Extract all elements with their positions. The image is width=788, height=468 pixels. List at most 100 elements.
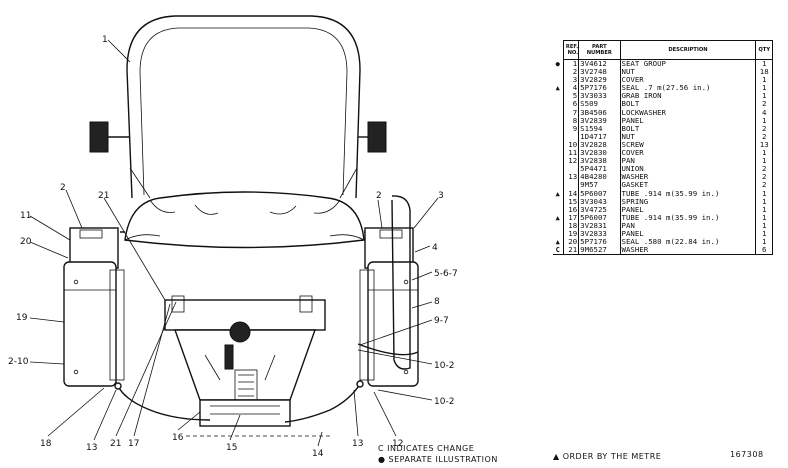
row-part-number: 5P7176 (578, 84, 621, 93)
row-ref-no: 13 (562, 173, 580, 182)
row-ref-no: 7 (562, 108, 580, 117)
row-ref-no (562, 132, 580, 141)
row-mark: ▲ (555, 238, 560, 247)
row-description: SPRING (619, 197, 757, 206)
row-qty: 2 (755, 173, 773, 182)
callout-17: 17 (128, 439, 139, 449)
row-part-number: 3V4725 (578, 205, 621, 214)
row-mark (553, 76, 563, 84)
leader-lines (29, 39, 439, 447)
row-qty: 1 (755, 189, 773, 198)
row-qty: 1 (755, 59, 773, 69)
callout-16: 16 (172, 433, 184, 443)
header-ref-no: REF. NO. (562, 40, 580, 60)
row-description: TUBE .914 m(35.99 in.) (619, 213, 757, 222)
callout-11: 11 (20, 211, 31, 221)
row-qty: 2 (755, 124, 773, 133)
row-mark (553, 206, 563, 214)
row-mark (553, 68, 563, 76)
row-description: UNION (619, 165, 757, 174)
illustration-number: 167308 (730, 450, 764, 459)
row-ref-no: 21 (562, 246, 580, 256)
row-part-number: 5P7176 (578, 238, 621, 247)
tube-right (284, 383, 361, 423)
callout-5-6-7: 5-6-7 (434, 269, 458, 279)
callout-10-2-upper: 10-2 (434, 361, 454, 371)
row-ref-no (562, 165, 580, 174)
row-description: TUBE .914 m(35.99 in.) (619, 189, 757, 198)
row-part-number: 3V2748 (578, 68, 621, 77)
callout-2-10: 2-10 (8, 357, 29, 367)
callout-19: 19 (16, 313, 28, 323)
callout-12: 12 (392, 439, 403, 449)
row-ref-no: 17 (562, 213, 580, 222)
row-ref-no: 1 (562, 59, 580, 69)
row-qty: 18 (755, 68, 773, 77)
legend-change: C INDICATES CHANGE (378, 444, 475, 453)
row-description: PANEL (619, 116, 757, 125)
row-mark (553, 149, 563, 157)
row-qty: 1 (755, 84, 773, 93)
grab-iron (391, 195, 411, 370)
row-ref-no: 18 (562, 221, 580, 230)
row-description: GASKET (619, 181, 757, 190)
callout-21-upper: 21 (98, 191, 109, 201)
row-mark: ▲ (555, 213, 560, 222)
row-description: WASHER (619, 173, 757, 182)
row-description: NUT (619, 132, 757, 141)
seat-back (126, 15, 361, 199)
row-part-number: 3V2839 (578, 116, 621, 125)
row-qty: 1 (755, 238, 773, 247)
row-ref-no: 14 (562, 189, 580, 198)
row-mark (553, 181, 563, 189)
row-description: SEAT GROUP (619, 59, 757, 69)
row-part-number: 3V2828 (578, 140, 621, 150)
row-ref-no: 11 (562, 149, 580, 158)
row-qty: 1 (755, 157, 773, 166)
row-qty: 1 (755, 76, 773, 85)
row-part-number: 1D4717 (578, 132, 621, 141)
callout-18: 18 (40, 439, 52, 449)
row-part-number: 3V2829 (578, 76, 621, 85)
row-ref-no: 16 (562, 205, 580, 214)
callout-1: 1 (102, 35, 108, 45)
row-mark (553, 222, 563, 230)
row-qty: 1 (755, 116, 773, 125)
callout-21-lower: 21 (110, 439, 121, 449)
row-mark: ▲ (555, 189, 560, 198)
row-mark (553, 198, 563, 206)
row-qty: 6 (755, 246, 773, 256)
callout-2-left: 2 (60, 183, 66, 193)
row-qty: 2 (755, 132, 773, 141)
callout-15: 15 (226, 443, 237, 453)
tube-left (117, 385, 211, 421)
row-description: WASHER (619, 246, 757, 256)
seat-group-exploded-drawing: 1 2 2 3 4 5-6-7 8 9-7 10-2 10-2 11 20 19… (8, 15, 458, 459)
row-part-number: 3V2833 (578, 229, 621, 239)
row-description: COVER (619, 76, 757, 85)
row-description: NUT (619, 68, 757, 77)
row-description: COVER (619, 149, 757, 158)
row-qty: 1 (755, 149, 773, 158)
row-part-number: 3V4612 (578, 59, 621, 69)
row-part-number: S509 (578, 100, 621, 109)
header-qty: QTY (755, 40, 773, 60)
row-ref-no: 12 (562, 157, 580, 166)
callout-10-2-lower: 10-2 (434, 397, 454, 407)
row-part-number: S1594 (578, 124, 621, 133)
row-ref-no: 9 (562, 124, 580, 133)
left-armrest-knob (89, 121, 109, 153)
legend-order-by-metre: ▲ ORDER BY THE METRE (553, 452, 662, 461)
